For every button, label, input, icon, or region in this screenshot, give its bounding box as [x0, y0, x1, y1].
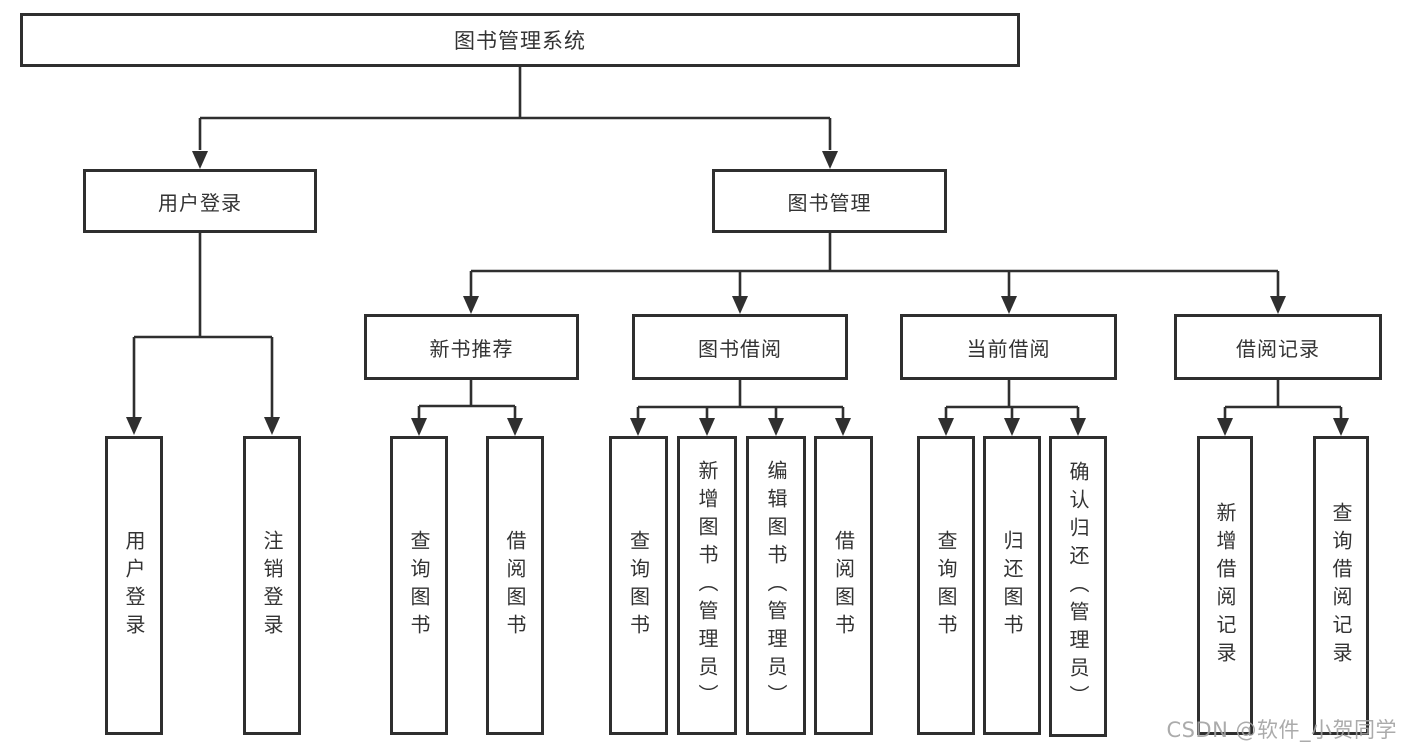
node-label: 新增图书（管理员）	[695, 459, 719, 712]
leaf-query-books-3: 查询图书	[917, 436, 975, 735]
arrowhead	[192, 151, 208, 169]
node-user-login: 用户登录	[83, 169, 317, 233]
node-label: 借阅图书	[831, 529, 856, 642]
connector-bookmgmt-to-level3	[469, 233, 1280, 296]
arrowhead	[1001, 296, 1017, 314]
node-label: 查询图书	[407, 529, 431, 642]
node-label: 图书管理系统	[454, 29, 586, 53]
csdn-watermark: CSDN @软件_小贺同学	[1166, 718, 1397, 742]
arrowhead	[264, 417, 280, 435]
node-label: 借阅图书	[503, 529, 527, 642]
leaf-query-borrow-record: 查询借阅记录	[1313, 436, 1369, 735]
leaf-borrow-books-2: 借阅图书	[814, 436, 873, 735]
leaf-query-books-2: 查询图书	[609, 436, 668, 735]
arrowhead	[463, 296, 479, 314]
arrowhead	[822, 151, 838, 169]
node-label: 图书管理	[787, 190, 872, 215]
leaf-logout: 注销登录	[243, 436, 301, 735]
node-book-management: 图书管理	[712, 169, 947, 233]
connector-currentborrow-to-leaves	[944, 380, 1080, 418]
connector-root-to-level2	[198, 66, 832, 150]
arrowhead	[732, 296, 748, 314]
leaf-user-login: 用户登录	[105, 436, 163, 735]
node-root-library-system: 图书管理系统	[20, 13, 1020, 67]
node-label: 借阅记录	[1236, 336, 1320, 361]
node-borrow-record: 借阅记录	[1174, 314, 1382, 380]
arrowhead	[938, 418, 954, 436]
connector-userlogin-to-leaves	[132, 233, 274, 417]
leaf-edit-books-admin: 编辑图书（管理员）	[746, 436, 806, 735]
node-label: 当前借阅	[966, 336, 1051, 361]
node-label: 新书推荐	[429, 336, 514, 361]
leaf-borrow-books-1: 借阅图书	[486, 436, 544, 735]
arrowhead	[768, 418, 784, 436]
leaf-query-books-1: 查询图书	[390, 436, 448, 735]
node-label: 查询借阅记录	[1329, 501, 1353, 670]
arrowhead	[699, 418, 715, 436]
arrowhead	[1270, 296, 1286, 314]
node-label: 编辑图书（管理员）	[764, 459, 788, 712]
connector-borrowrecord-to-leaves	[1223, 380, 1343, 418]
leaf-return-books: 归还图书	[983, 436, 1041, 735]
connector-bookborrow-to-leaves	[636, 380, 845, 418]
node-label: 注销登录	[260, 529, 284, 642]
arrowhead	[1004, 418, 1020, 436]
node-label: 用户登录	[122, 529, 146, 642]
arrowhead	[630, 418, 646, 436]
node-label: 确认归还（管理员）	[1066, 460, 1090, 713]
leaf-confirm-return-admin: 确认归还（管理员）	[1049, 436, 1107, 737]
node-book-borrow: 图书借阅	[632, 314, 848, 380]
node-label: 图书借阅	[698, 336, 782, 361]
arrowhead	[835, 418, 851, 436]
node-label: 归还图书	[1000, 529, 1024, 642]
arrowhead	[411, 418, 427, 436]
arrowhead	[1070, 418, 1086, 436]
node-new-book-recommend: 新书推荐	[364, 314, 579, 380]
node-label: 新增借阅记录	[1213, 501, 1237, 670]
arrowhead	[126, 417, 142, 435]
node-current-borrow: 当前借阅	[900, 314, 1117, 380]
leaf-add-borrow-record: 新增借阅记录	[1197, 436, 1253, 735]
node-label: 用户登录	[158, 190, 242, 215]
node-label: 查询图书	[626, 529, 651, 642]
leaf-add-books-admin: 新增图书（管理员）	[677, 436, 737, 735]
arrowhead	[507, 418, 523, 436]
arrowhead	[1333, 418, 1349, 436]
arrowhead	[1217, 418, 1233, 436]
connector-newbook-to-leaves	[417, 380, 517, 418]
node-label: 查询图书	[934, 529, 958, 642]
